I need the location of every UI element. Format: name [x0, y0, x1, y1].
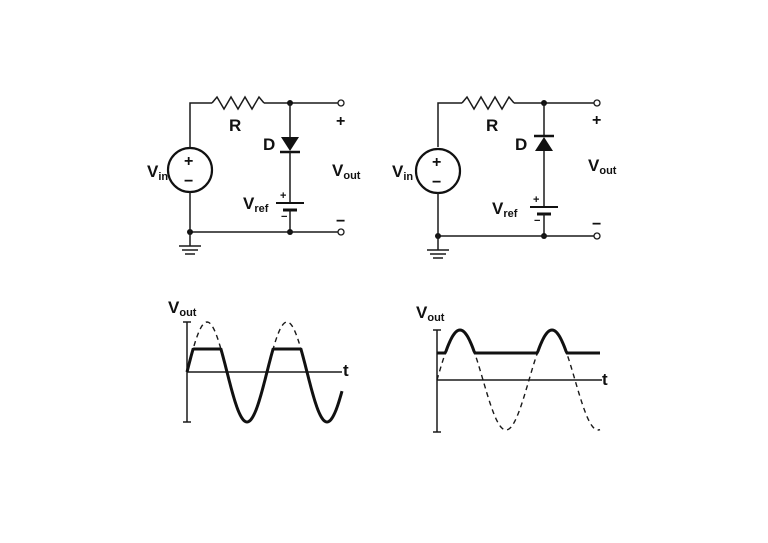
left-output-clipped-wave	[185, 347, 344, 424]
right-resistor	[461, 95, 515, 111]
right-output-plus: +	[592, 112, 601, 129]
right-vin-label: Vin	[392, 162, 413, 183]
left-vref-label: Vref	[243, 194, 269, 215]
right-source-minus: −	[432, 174, 441, 191]
left-output-minus: −	[336, 213, 345, 230]
right-input-sine-dashed	[436, 329, 601, 431]
right-vref-label: Vref	[492, 199, 518, 220]
right-vref-minus: −	[534, 215, 540, 227]
left-source-plus: +	[184, 153, 193, 170]
left-ground-icon	[179, 245, 201, 255]
left-graph-t-label: t	[343, 361, 349, 380]
right-terminal-top	[593, 99, 601, 107]
left-terminal-top	[337, 99, 345, 107]
right-ground-icon	[427, 249, 449, 259]
left-source-minus: −	[184, 173, 193, 190]
left-resistor	[211, 95, 265, 111]
right-wire-vin-to-resistor	[437, 102, 462, 147]
left-terminal-bottom	[337, 228, 345, 236]
left-resistor-label: R	[229, 116, 241, 135]
left-vref-plus: +	[280, 190, 286, 202]
left-output-plus: +	[336, 113, 345, 130]
left-waveform-graph: Vout t	[168, 298, 349, 424]
right-vout-label: Vout	[588, 156, 617, 177]
right-graph-t-label: t	[602, 370, 608, 389]
right-graph-vout-label: Vout	[416, 303, 445, 324]
left-diode-label: D	[263, 135, 275, 154]
right-terminal-bottom	[593, 232, 601, 240]
left-diode-triangle	[281, 137, 299, 151]
right-output-clipped-wave	[437, 328, 600, 355]
right-diode-triangle	[535, 137, 553, 151]
right-source-plus: +	[432, 154, 441, 171]
left-vin-label: Vin	[147, 162, 168, 183]
right-vref-plus: +	[533, 194, 539, 206]
right-resistor-label: R	[486, 116, 498, 135]
right-circuit: + − R D Vin Vref Vout + − + −	[392, 95, 617, 259]
left-vref-minus: −	[281, 211, 287, 223]
right-diode-label: D	[515, 135, 527, 154]
left-vout-label: Vout	[332, 161, 361, 182]
left-circuit: + − R D Vin Vref Vout + − + −	[147, 95, 361, 255]
left-graph-vout-label: Vout	[168, 298, 197, 319]
left-wire-vin-to-resistor	[189, 102, 212, 147]
right-waveform-graph: Vout t	[416, 303, 608, 433]
right-output-minus: −	[592, 216, 601, 233]
